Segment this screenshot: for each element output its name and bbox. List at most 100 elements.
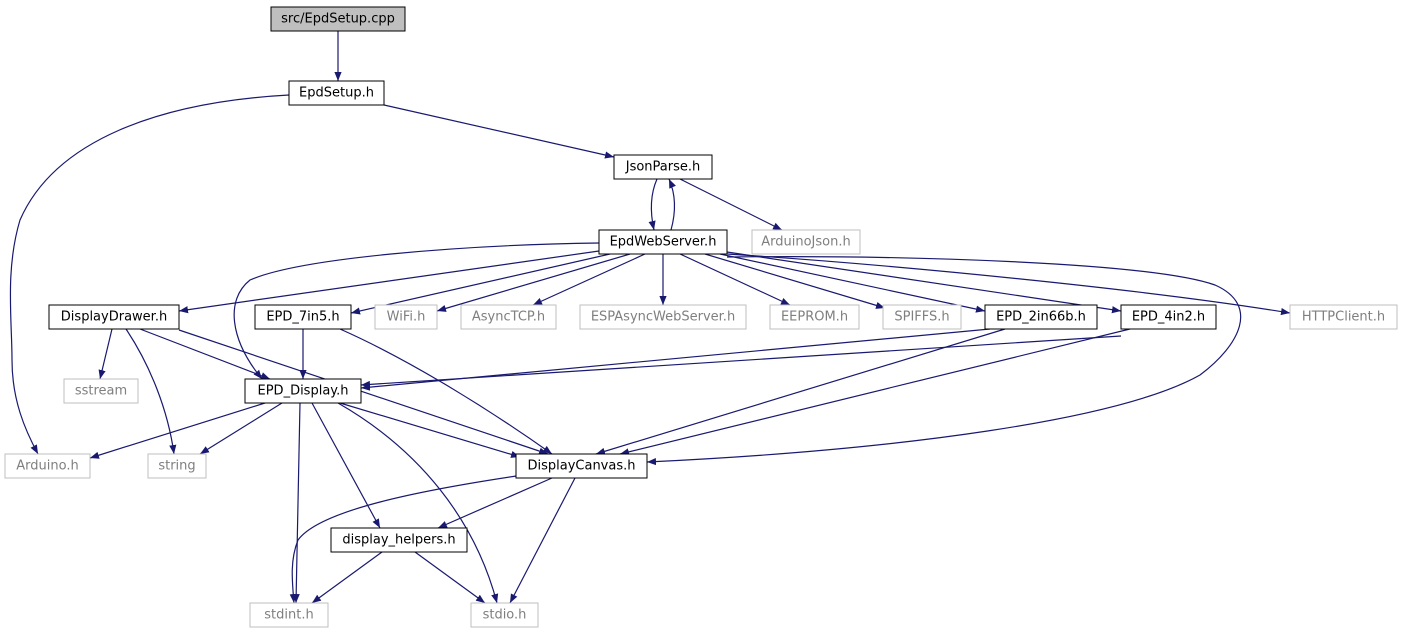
edge-epdwebserver_h-to-epd_2in66b_h <box>719 253 986 313</box>
node-epdwebserver_h[interactable]: EpdWebServer.h <box>598 229 728 255</box>
edge-epdwebserver_h-to-eeprom_h <box>679 253 791 306</box>
node-stdio_h: stdio.h <box>470 602 539 628</box>
node-src_epdsetup_cpp: src/EpdSetup.cpp <box>270 6 406 32</box>
edge-epdwebserver_h-to-epd_7in5_h <box>350 253 611 315</box>
node-arduinojson_h: ArduinoJson.h <box>751 229 861 255</box>
edge-displaydrawer_h-to-string <box>125 328 177 455</box>
node-label: display_helpers.h <box>342 533 455 548</box>
node-label: EPD_7in5.h <box>266 310 339 325</box>
edge-epdwebserver_h-to-spiffs_h <box>704 253 886 309</box>
node-box <box>882 304 962 330</box>
node-box <box>147 453 207 479</box>
node-box <box>1289 304 1398 330</box>
node-box <box>984 304 1098 330</box>
node-epd_display_h[interactable]: EPD_Display.h <box>244 378 362 404</box>
node-box <box>1120 304 1217 330</box>
node-arduino_h: Arduino.h <box>4 453 91 479</box>
node-box <box>4 453 91 479</box>
edge-displaycanvas_h-to-display_helpers_h <box>437 477 553 529</box>
node-displaycanvas_h[interactable]: DisplayCanvas.h <box>515 453 648 479</box>
node-box <box>270 6 406 32</box>
node-box <box>288 80 385 106</box>
node-espasyncwebserver_h: ESPAsyncWebServer.h <box>579 304 747 330</box>
node-string: string <box>147 453 207 479</box>
node-asynctcp_h: AsyncTCP.h <box>460 304 557 330</box>
node-stdint_h: stdint.h <box>249 602 329 628</box>
node-box <box>470 602 539 628</box>
node-box <box>244 378 362 404</box>
node-label: EPD_2in66b.h <box>996 310 1086 325</box>
node-sstream: sstream <box>63 378 139 404</box>
node-label: AsyncTCP.h <box>472 310 545 325</box>
node-label: stdio.h <box>483 608 527 623</box>
edge-epd_display_h-to-string <box>199 402 283 455</box>
node-displaydrawer_h[interactable]: DisplayDrawer.h <box>48 304 180 330</box>
edge-epd_display_h-to-stdint_h <box>292 402 301 604</box>
node-label: ArduinoJson.h <box>761 235 850 250</box>
edge-epdwebserver_h-to-epd_display_h <box>233 242 600 380</box>
edge-displaydrawer_h-to-sstream <box>98 328 113 380</box>
node-label: EpdWebServer.h <box>610 235 717 250</box>
node-box <box>598 229 728 255</box>
edge-epdwebserver_h-to-displaydrawer_h <box>178 250 600 314</box>
node-httpclient_h: HTTPClient.h <box>1289 304 1398 330</box>
node-label: DisplayDrawer.h <box>61 310 167 325</box>
node-display_helpers_h[interactable]: display_helpers.h <box>330 527 468 553</box>
node-label: EPD_Display.h <box>258 384 349 399</box>
node-epd_4in2_h[interactable]: EPD_4in2.h <box>1120 304 1217 330</box>
node-label: stdint.h <box>264 608 313 623</box>
node-spiffs_h: SPIFFS.h <box>882 304 962 330</box>
node-box <box>330 527 468 553</box>
node-label: src/EpdSetup.cpp <box>281 12 395 27</box>
node-box <box>63 378 139 404</box>
node-label: JsonParse.h <box>625 160 701 175</box>
node-box <box>254 304 352 330</box>
node-label: EEPROM.h <box>781 310 848 325</box>
edge-epd_2in66b_h-to-displaycanvas_h <box>595 328 1006 455</box>
node-label: Arduino.h <box>16 459 78 474</box>
node-epd_7in5_h[interactable]: EPD_7in5.h <box>254 304 352 330</box>
node-box <box>515 453 648 479</box>
node-label: DisplayCanvas.h <box>527 459 635 474</box>
edges <box>9 31 1291 604</box>
node-label: EPD_4in2.h <box>1132 310 1205 325</box>
edge-epdwebserver_h-to-displaycanvas_h <box>646 256 1242 466</box>
node-jsonparse_h[interactable]: JsonParse.h <box>613 154 713 180</box>
node-label: WiFi.h <box>387 310 426 325</box>
edge-epd_display_h-to-displaycanvas_h <box>339 402 521 458</box>
edge-displaycanvas_h-to-stdint_h <box>289 473 531 604</box>
edge-displaydrawer_h-to-epd_display_h <box>139 328 271 380</box>
node-label: ESPAsyncWebServer.h <box>591 310 735 325</box>
edge-epd_7in5_h-to-displaycanvas_h <box>339 328 553 455</box>
edge-epdwebserver_h-to-epd_4in2_h <box>726 251 1122 314</box>
node-wifi_h: WiFi.h <box>374 304 438 330</box>
edge-epd_display_h-to-stdio_h <box>337 402 499 604</box>
edge-epd_4in2_h-to-displaycanvas_h <box>619 328 1131 456</box>
node-box <box>769 304 860 330</box>
node-label: EpdSetup.h <box>299 86 374 101</box>
node-box <box>579 304 747 330</box>
node-box <box>460 304 557 330</box>
node-label: HTTPClient.h <box>1302 310 1385 325</box>
node-box <box>374 304 438 330</box>
node-epdsetup_h[interactable]: EpdSetup.h <box>288 80 385 106</box>
edge-epd_4in2_h-to-epd_display_h <box>360 335 1122 389</box>
edge-displaycanvas_h-to-stdio_h <box>509 477 576 604</box>
node-box <box>48 304 180 330</box>
edge-display_helpers_h-to-stdint_h <box>311 551 383 604</box>
node-epd_2in66b_h[interactable]: EPD_2in66b.h <box>984 304 1098 330</box>
edge-epd_display_h-to-arduino_h <box>89 402 266 459</box>
edge-epdsetup_h-to-jsonparse_h <box>383 104 615 159</box>
node-box <box>249 602 329 628</box>
edge-displaydrawer_h-to-displaycanvas_h <box>178 329 549 455</box>
edge-jsonparse_h-to-epdwebserver_h <box>648 178 658 231</box>
edge-display_helpers_h-to-stdio_h <box>414 551 486 604</box>
edge-epd_display_h-to-display_helpers_h <box>311 402 381 529</box>
edge-jsonparse_h-to-arduinojson_h <box>679 178 783 231</box>
node-box <box>751 229 861 255</box>
node-box <box>613 154 713 180</box>
edge-epdwebserver_h-to-jsonparse_h <box>668 178 676 231</box>
edge-epdsetup_h-to-arduino_h <box>9 94 290 455</box>
